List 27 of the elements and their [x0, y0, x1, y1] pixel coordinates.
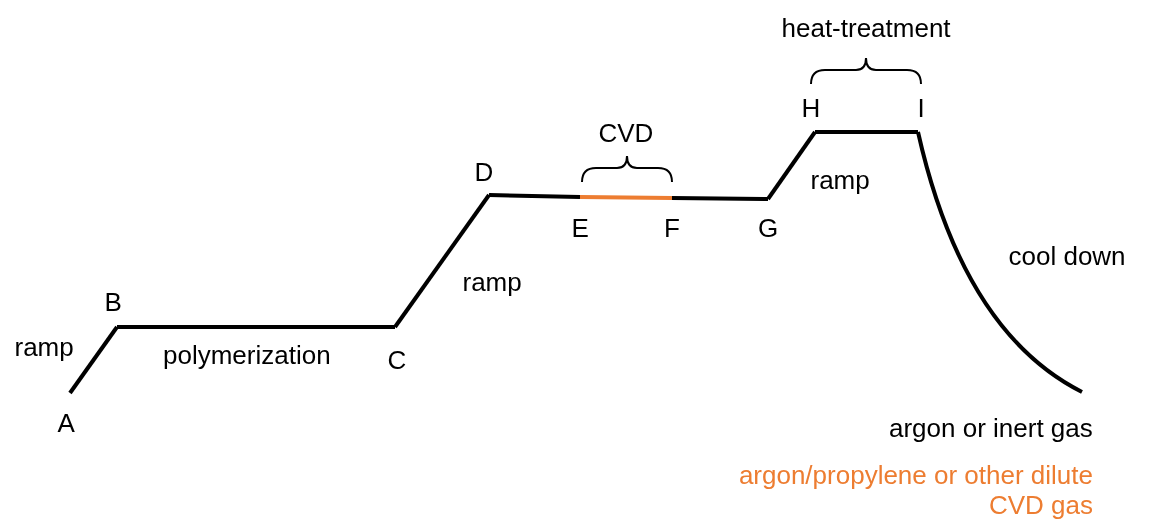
point-label: G: [758, 213, 779, 243]
profile-line: [68, 325, 119, 395]
profile-line: [916, 131, 1083, 394]
point-label: D: [474, 157, 494, 187]
edge-label: cool down: [1008, 241, 1126, 271]
edge-label: polymerization: [163, 340, 331, 370]
bracket-label: heat-treatment: [781, 13, 951, 43]
point-label: A: [57, 408, 75, 438]
point-label: C: [387, 345, 407, 375]
bracket-label: CVD: [598, 118, 654, 148]
profile-line: [766, 130, 817, 201]
point-label: I: [917, 93, 925, 123]
legend-label: argon/propylene or other dilute CVD gas: [737, 460, 1093, 520]
point-label: F: [664, 213, 680, 243]
legend-label: argon or inert gas: [889, 413, 1093, 443]
profile-line: [671, 196, 769, 201]
profile-line: [815, 130, 918, 134]
edge-label: ramp: [14, 332, 74, 362]
point-label: E: [571, 213, 589, 243]
point-label: H: [801, 93, 821, 123]
point-label: B: [104, 287, 122, 317]
profile-line: [488, 193, 581, 199]
edge-label: ramp: [810, 165, 870, 195]
edge-label: ramp: [462, 267, 522, 297]
profile-line: [393, 193, 491, 329]
profile-line: [117, 325, 395, 329]
profile-line: [579, 195, 673, 200]
